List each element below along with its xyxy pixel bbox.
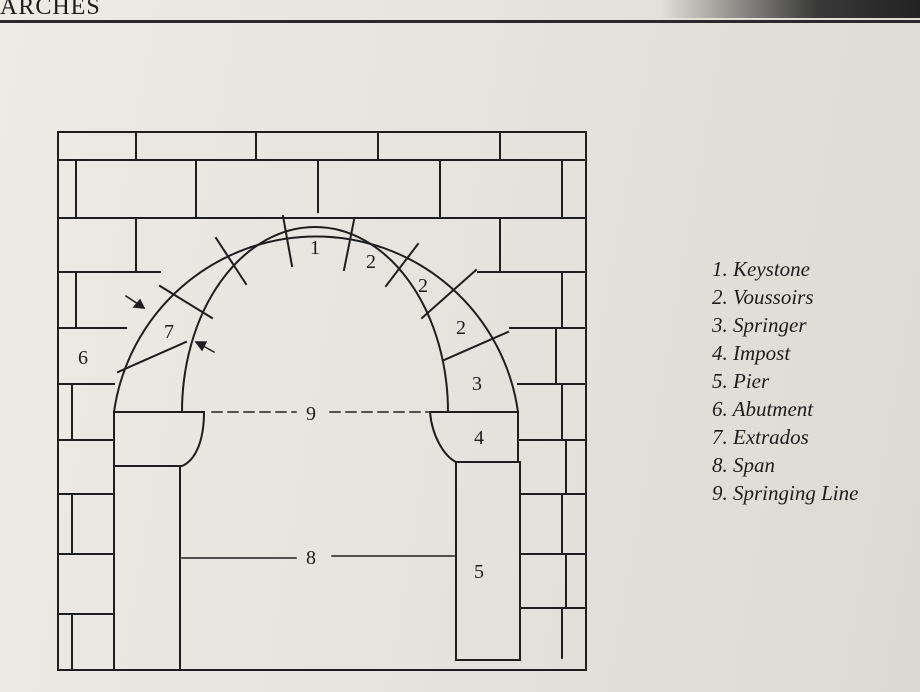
label-voussoir-2: 2: [418, 275, 428, 297]
brick-joints: [71, 131, 567, 671]
voussoir-joints: [116, 214, 510, 374]
legend-item: 3. Springer: [712, 313, 807, 337]
label-abutment: 6: [78, 347, 88, 369]
page-edge-shadow: [660, 0, 920, 18]
arch-opening: [114, 293, 520, 670]
label-springing-line: 9: [306, 403, 316, 425]
pier-right: [455, 461, 521, 661]
arch-intrados-curve: [180, 226, 450, 414]
label-impost: 4: [474, 427, 484, 449]
label-span: 8: [306, 547, 316, 569]
label-pier: 5: [474, 561, 484, 583]
impost-left: [113, 411, 206, 467]
header-rule: [0, 20, 920, 23]
legend: 1. Keystone 2. Voussoirs 3. Springer 4. …: [712, 255, 858, 507]
legend-item: 9. Springing Line: [712, 481, 859, 505]
legend-item: 4. Impost: [712, 341, 791, 365]
legend-item: 6. Abutment: [712, 397, 814, 421]
arch-extrados-curve: [112, 235, 520, 414]
label-voussoir-1: 2: [366, 251, 376, 273]
wall-outline: [57, 131, 587, 671]
impost-right: [428, 411, 519, 463]
label-voussoir-3: 2: [456, 317, 466, 339]
extrados-arrows: [124, 294, 216, 354]
legend-item: 7. Extrados: [712, 425, 809, 449]
legend-item: 2. Voussoirs: [712, 285, 814, 309]
legend-item: 1. Keystone: [712, 257, 810, 281]
page-header-title: ARCHES: [0, 0, 101, 20]
label-keystone: 1: [310, 237, 320, 259]
legend-item: 5. Pier: [712, 369, 770, 393]
legend-item: 8. Span: [712, 453, 775, 477]
pier-left: [113, 465, 181, 671]
label-extrados: 7: [164, 321, 174, 343]
label-springer: 3: [472, 373, 482, 395]
